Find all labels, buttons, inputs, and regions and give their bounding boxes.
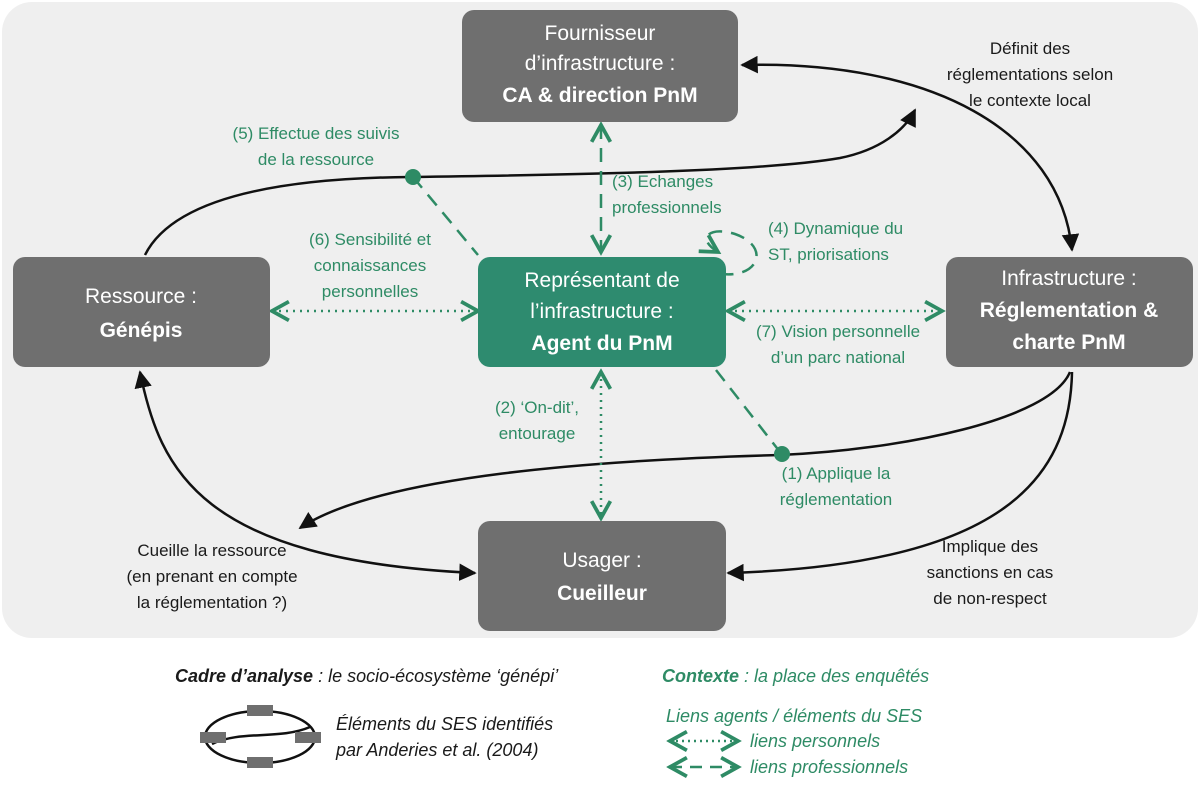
label-defines-line-3: le contexte local [969,91,1091,110]
label-link-2: (2) ‘On-dit’, entourage [495,398,579,443]
label-link-1-line-1: (1) Applique la [782,464,891,483]
link-1-professional [715,369,781,453]
label-link-7: (7) Vision personnelle d’un parc nationa… [756,322,920,367]
resource-node: Ressource : Génépis [13,257,270,367]
representative-line-2: l’infrastructure : [530,300,674,323]
label-link-4: (4) Dynamique du ST, priorisations [768,219,903,264]
user-node: Usager : Cueilleur [478,521,726,631]
resource-line-1: Ressource : [85,285,197,308]
link-4-loop [707,230,758,276]
infrastructure-line-3: charte PnM [1012,331,1125,354]
label-sanctions-line-3: de non-respect [933,589,1047,608]
label-defines-line-1: Définit des [990,39,1070,58]
label-picks-line-1: Cueille la ressource [137,541,286,560]
ses-links [134,55,1080,582]
label-link-6: (6) Sensibilité et connaissances personn… [309,230,431,301]
user-line-1: Usager : [562,549,641,572]
label-sanctions-line-1: Implique des [942,537,1038,556]
label-link-3-line-2: professionnels [612,198,722,217]
label-link-4-line-1: (4) Dynamique du [768,219,903,238]
legend-links-title: Liens agents / éléments du SES [666,706,922,726]
legend-framework-bold: Cadre d’analyse [175,666,313,686]
label-link-6-line-2: connaissances [314,256,426,275]
infrastructure-to-user-arc [726,371,1074,582]
legend-professional-links: liens professionnels [750,757,908,777]
resource-line-2: Génépis [100,319,183,342]
label-link-5-line-2: de la ressource [258,150,374,169]
infrastructure-line-1: Infrastructure : [1001,267,1136,290]
label-link-6-line-1: (6) Sensibilité et [309,230,431,249]
label-link-3: (3) Echanges professionnels [612,172,722,217]
resource-user-arc [134,370,477,581]
label-link-5: (5) Effectue des suivis de la ressource [233,124,400,169]
legend-context-rest: : la place des enquêtés [739,666,929,686]
infrastructure-node: Infrastructure : Réglementation & charte… [946,257,1193,367]
provider-line-1: Fournisseur [545,22,656,45]
label-link-2-line-1: (2) ‘On-dit’, [495,398,579,417]
representative-line-1: Représentant de [524,269,679,292]
link-5-professional [412,176,479,256]
anchor-dot-link-5 [405,169,421,185]
label-link-7-line-2: d’un parc national [771,348,905,367]
label-defines-line-2: réglementations selon [947,65,1113,84]
legend-ses-line-1: Éléments du SES identifiés [336,714,553,734]
legend-context-bold: Contexte [662,666,739,686]
label-picks-line-2: (en prenant en compte [126,567,297,586]
representative-node: Représentant de l’infrastructure : Agent… [478,257,726,367]
label-link-6-line-3: personnelles [322,282,418,301]
label-link-1: (1) Applique la réglementation [780,464,892,509]
legend-framework-rest: : le socio-écosystème ‘génépi’ [313,666,559,686]
label-sanctions: Implique des sanctions en cas de non-res… [927,537,1054,608]
legend: Cadre d’analyse : le socio-écosystème ‘g… [175,666,929,777]
label-link-3-line-1: (3) Echanges [612,172,713,191]
ses-elements-icon [200,705,321,768]
professional-links [412,125,781,453]
legend-framework-title: Cadre d’analyse : le socio-écosystème ‘g… [175,666,559,686]
provider-infrastructure-arc [740,55,1080,252]
legend-context-title: Contexte : la place des enquêtés [662,666,929,686]
legend-personal-links: liens personnels [750,731,880,751]
user-line-2: Cueilleur [557,582,647,605]
label-defines: Définit des réglementations selon le con… [947,39,1113,110]
label-link-7-line-1: (7) Vision personnelle [756,322,920,341]
representative-line-3: Agent du PnM [531,332,672,355]
provider-line-2: d’infrastructure : [525,52,676,75]
label-link-2-line-2: entourage [499,424,576,443]
infrastructure-line-2: Réglementation & [980,299,1159,322]
provider-line-3: CA & direction PnM [502,84,697,107]
label-sanctions-line-2: sanctions en cas [927,563,1054,582]
provider-node: Fournisseur d’infrastructure : CA & dire… [462,10,738,122]
personal-links [272,311,942,518]
anchor-dot-link-1 [774,446,790,462]
legend-ses-line-2: par Anderies et al. (2004) [335,740,538,760]
label-picks: Cueille la ressource (en prenant en comp… [126,541,297,612]
label-picks-line-3: la réglementation ?) [137,593,287,612]
label-link-4-line-2: ST, priorisations [768,245,889,264]
label-link-1-line-2: réglementation [780,490,892,509]
label-link-5-line-1: (5) Effectue des suivis [233,124,400,143]
